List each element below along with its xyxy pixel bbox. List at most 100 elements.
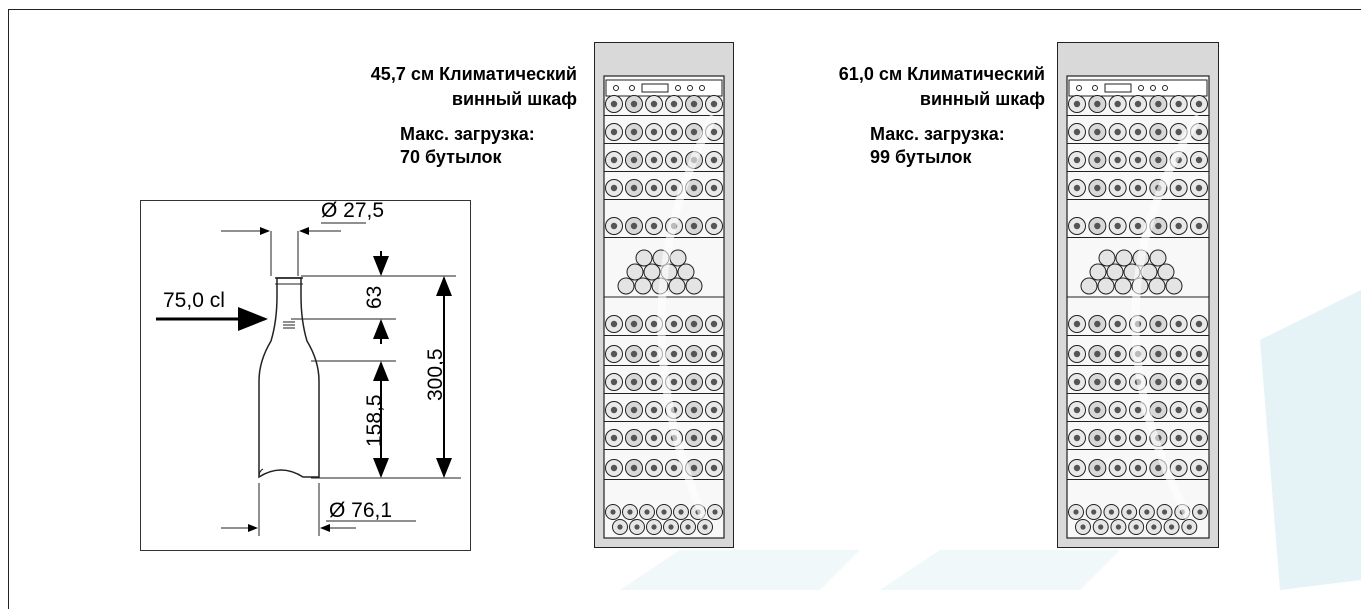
bottle-end-cork [610, 350, 618, 358]
bottle-diagram [156, 222, 461, 536]
bottle-end [685, 277, 703, 295]
bottle-end [635, 249, 653, 267]
bottle-end-cork [650, 222, 658, 230]
bottle-end-cork [710, 378, 718, 386]
bottle-end-cork [1114, 100, 1121, 108]
watermark-graphic [620, 290, 1361, 590]
bottle-end-cork [1094, 100, 1101, 108]
bottle-end-cork [1195, 128, 1203, 136]
bottle-end-cork [1175, 222, 1182, 230]
bottle-end-cork [650, 128, 658, 136]
bottle-end-cork [670, 320, 678, 328]
bottle-end [1080, 277, 1098, 295]
bottle-end-cork [1073, 509, 1079, 515]
bottle-end-cork [651, 524, 657, 530]
bottle-end-cork [630, 464, 638, 472]
bottle-end-cork [1155, 156, 1162, 164]
fill-depth-label: 63 [363, 285, 386, 309]
panel-button [699, 85, 705, 91]
bottle-end-cork [644, 509, 650, 515]
bottle-end-cork [1134, 100, 1142, 108]
bottle-end-cork [650, 378, 658, 386]
bottle-end-cork [670, 156, 678, 164]
bottle-end-cork [1155, 128, 1162, 136]
panel-button [1092, 85, 1098, 91]
bottle-end-cork [1144, 509, 1150, 515]
bottle-end-cork [690, 184, 698, 192]
bottle-end-cork [1133, 524, 1139, 530]
bottle-end-cork [702, 524, 708, 530]
panel-button [675, 85, 681, 91]
bottle-end-cork [690, 222, 698, 230]
cabinet-2-load-label: Макс. загрузка: [870, 124, 1005, 144]
bottle-end-cork [1197, 509, 1203, 515]
bottle-end-cork [610, 128, 618, 136]
bottle-end-cork [670, 350, 678, 358]
bottle-end-cork [690, 378, 698, 386]
bottle-end-cork [630, 184, 638, 192]
bottle-end-cork [1175, 350, 1182, 358]
bottle-end-cork [712, 509, 718, 515]
bottle-end-cork [1073, 434, 1081, 442]
bottle-end-cork [670, 100, 678, 108]
bottle-end-cork [1114, 464, 1121, 472]
panel-display [641, 83, 669, 93]
bottle-end-cork [670, 464, 678, 472]
bottle-end-cork [1094, 406, 1101, 414]
bottle-end-cork [710, 100, 718, 108]
cabinet-1-title: 45,7 см Климатический винный шкаф [250, 62, 577, 112]
bottle-end-cork [1094, 222, 1101, 230]
bottle-end-cork [1134, 128, 1142, 136]
cabinet-1-drawing [594, 42, 734, 548]
bottle-end-cork [1073, 100, 1081, 108]
cabinet-2-title-line2: винный шкаф [919, 89, 1045, 109]
bottle-end-cork [1155, 464, 1162, 472]
bottle-end-cork [1175, 128, 1182, 136]
bottle-end-cork [610, 406, 618, 414]
page-frame [8, 9, 1361, 609]
bottle-end-cork [1195, 156, 1203, 164]
bottle-end-cork [1073, 128, 1081, 136]
bottle-end-cork [1073, 406, 1081, 414]
cabinet-2-title: 61,0 см Климатический винный шкаф [720, 62, 1045, 112]
bottle-end-cork [670, 184, 678, 192]
bottle-end-cork [1126, 509, 1132, 515]
bottle-end [634, 277, 652, 295]
bottle-end-cork [1134, 184, 1142, 192]
panel-button [613, 85, 619, 91]
bottle-end-cork [678, 509, 684, 515]
bottle-end-cork [1114, 320, 1121, 328]
bottle-end-cork [1073, 378, 1081, 386]
bottle-end-cork [710, 434, 718, 442]
bottle-end-cork [610, 464, 618, 472]
bottle-end-cork [650, 434, 658, 442]
bottle-end-cork [610, 434, 618, 442]
bottle-end-cork [1195, 434, 1203, 442]
panel-button [1162, 85, 1168, 91]
bottle-end-cork [650, 156, 658, 164]
bottle-end-cork [1091, 509, 1097, 515]
bottle-end [617, 277, 635, 295]
bottle-end [677, 263, 695, 281]
bottle-end-cork [1080, 524, 1086, 530]
bottle-end-cork [630, 222, 638, 230]
bottle-end-cork [1094, 128, 1101, 136]
bottle-end-cork [630, 100, 638, 108]
bottle-end-cork [1155, 378, 1162, 386]
cabinet-1-load-value: 70 бутылок [400, 147, 502, 167]
bottle-end-cork [710, 464, 718, 472]
bottle-end-cork [690, 406, 698, 414]
bottle-end-cork [1175, 464, 1182, 472]
bottle-end-cork [650, 320, 658, 328]
bottle-outline [258, 277, 320, 479]
bottle-end-cork [710, 156, 718, 164]
bottle-end-cork [627, 509, 633, 515]
bottle-end [1114, 277, 1132, 295]
bottle-end-cork [1134, 464, 1142, 472]
bottle-end [1148, 277, 1166, 295]
bottle-end [1089, 263, 1107, 281]
bottle-end-cork [1094, 156, 1101, 164]
cabinet-1-load-label: Макс. загрузка: [400, 124, 535, 144]
bottle-end-cork [690, 128, 698, 136]
bottle-end [668, 277, 686, 295]
